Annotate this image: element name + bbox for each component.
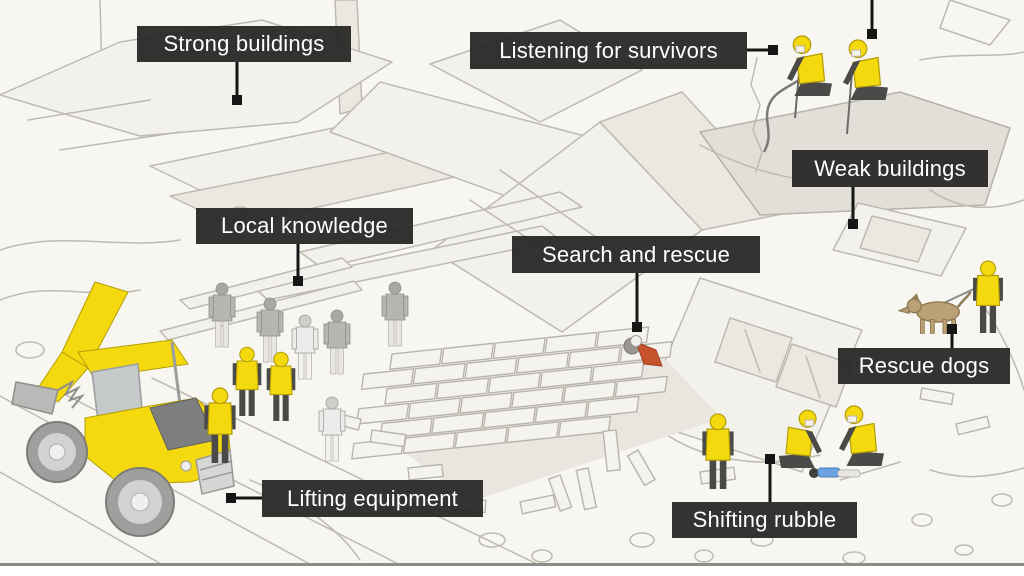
label-search-and-rescue: Search and rescue xyxy=(512,236,760,273)
leader-dot-weak xyxy=(848,219,858,229)
leader-dot-shifting xyxy=(765,454,775,464)
label-strong-buildings: Strong buildings xyxy=(137,26,351,62)
leader-dot-search xyxy=(632,322,642,332)
search-and-rescue-crawler xyxy=(623,335,663,367)
collapsed-brick-wall xyxy=(351,326,722,502)
label-lifting-equipment: Lifting equipment xyxy=(262,480,483,517)
digger-bucket xyxy=(11,381,59,415)
trapped-survivor xyxy=(809,467,861,478)
backhoe-loader xyxy=(11,281,235,537)
leader-lines xyxy=(226,0,957,503)
label-listening-for-survivors: Listening for survivors xyxy=(470,32,747,69)
listening-team xyxy=(762,35,889,153)
rubble-shifting-team xyxy=(701,405,885,490)
leader-dot-lifting xyxy=(226,493,236,503)
leader-dot-dogs xyxy=(947,324,957,334)
footer-whitespace xyxy=(0,566,1024,576)
label-local-knowledge: Local knowledge xyxy=(196,208,413,244)
leader-dot-local xyxy=(293,276,303,286)
leader-dot-listening xyxy=(768,45,778,55)
leader-dot-strong xyxy=(232,95,242,105)
footer-divider xyxy=(0,563,1024,566)
digger-cab-roof xyxy=(77,339,189,379)
collapsed-slabs-top-left xyxy=(0,0,601,373)
leader-dot-cropped xyxy=(867,29,877,39)
label-weak-buildings: Weak buildings xyxy=(792,150,988,187)
scattered-bricks xyxy=(328,387,1024,565)
label-shifting-rubble: Shifting rubble xyxy=(672,502,857,538)
label-rescue-dogs: Rescue dogs xyxy=(838,348,1010,384)
rescue-dog-and-handler xyxy=(898,260,1004,335)
